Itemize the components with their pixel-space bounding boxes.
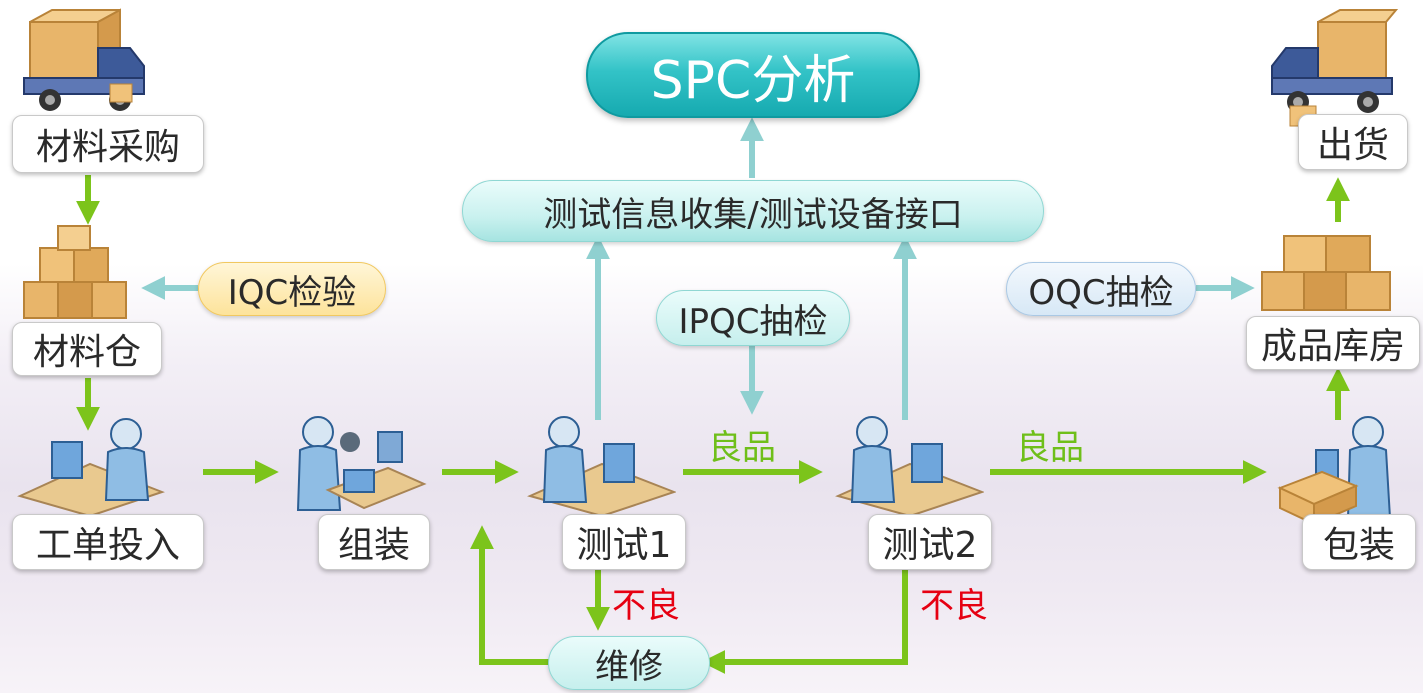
node-assembly: 组装: [318, 514, 430, 570]
label-defect-test2: 不良: [920, 586, 988, 626]
worker-computer-icon: [17, 418, 165, 517]
node-finished-warehouse: 成品库房: [1246, 316, 1420, 370]
packaging-worker-icon: [1277, 416, 1392, 525]
assembly-worker-icon: [296, 416, 427, 511]
test-data-collection: 测试信息收集/测试设备接口: [462, 180, 1044, 242]
worker-computer-icon: [835, 416, 984, 518]
boxes-icon: [1261, 235, 1391, 311]
arrow-test2-to-repair: [701, 568, 908, 674]
label-good-test2-packaging: 良品: [1016, 428, 1084, 468]
node-test2: 测试2: [868, 514, 992, 570]
ipqc-sampling: IPQC抽检: [656, 290, 850, 346]
node-work-order-input: 工单投入: [12, 514, 204, 570]
arrow-repair-to-test1: [470, 525, 550, 665]
node-packaging: 包装: [1302, 514, 1416, 570]
spc-analysis: SPC分析: [586, 32, 920, 118]
node-material-purchase: 材料采购: [12, 115, 204, 173]
node-material-warehouse: 材料仓: [12, 322, 162, 376]
node-shipment: 出货: [1298, 114, 1408, 170]
truck-icon: [1271, 9, 1398, 127]
label-defect-test1: 不良: [612, 586, 680, 626]
node-repair: 维修: [548, 636, 710, 690]
label-good-test1-test2: 良品: [708, 428, 776, 468]
boxes-icon: [23, 225, 127, 319]
iqc-inspection: IQC检验: [198, 262, 386, 316]
oqc-sampling: OQC抽检: [1006, 262, 1196, 316]
worker-computer-icon: [527, 416, 676, 518]
truck-icon: [23, 8, 145, 111]
node-test1: 测试1: [562, 514, 686, 570]
